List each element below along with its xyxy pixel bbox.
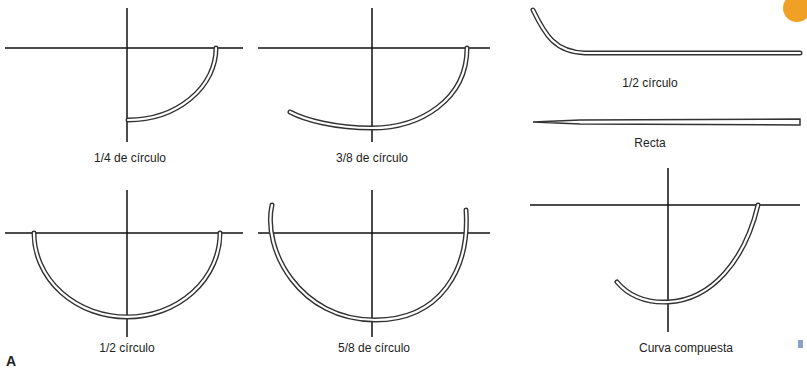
needle-label: Curva compuesta — [639, 341, 733, 355]
compound-curve-needle — [530, 168, 800, 332]
needle-label: 1/2 círculo — [99, 341, 154, 355]
needle-label: 1/2 círculo — [622, 76, 677, 90]
straight-needle — [533, 119, 800, 125]
corner-mark — [798, 340, 803, 348]
half-circle-needle — [5, 190, 243, 337]
corner-mark — [783, 0, 807, 22]
needle-label: 3/8 de círculo — [336, 151, 408, 165]
quarter-circle-needle — [5, 8, 243, 142]
five-eighths-needle — [258, 190, 490, 337]
needle-label: 1/4 de círculo — [94, 151, 166, 165]
figure-letter: A — [6, 354, 16, 368]
needle-label: Recta — [634, 136, 665, 150]
needle-label: 5/8 de círculo — [338, 341, 410, 355]
three-eighths-needle — [258, 8, 490, 142]
bent-needle — [533, 10, 800, 53]
